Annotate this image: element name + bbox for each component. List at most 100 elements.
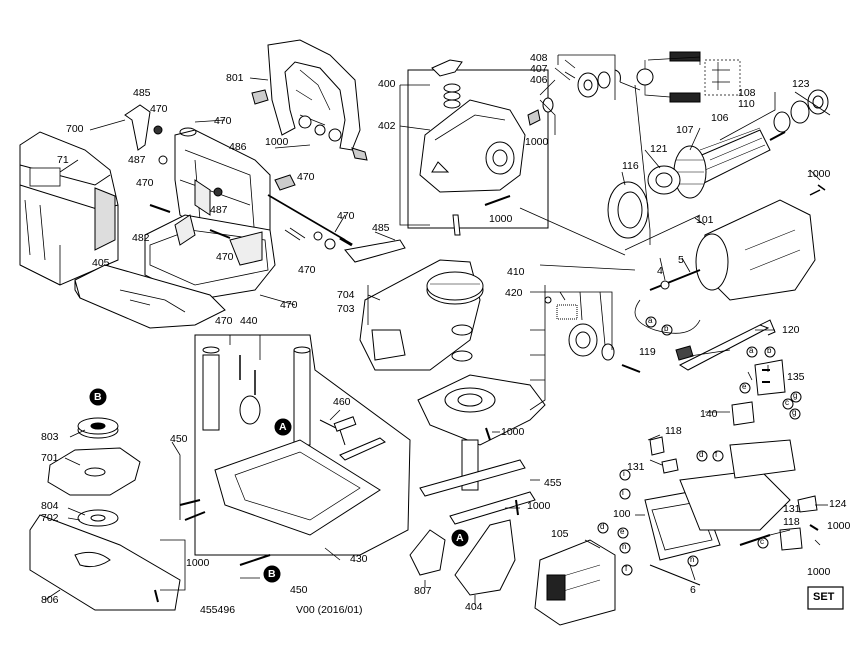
label-470-c: 470 <box>136 177 154 189</box>
label-803: 803 <box>41 431 59 443</box>
marker-e-2: e <box>620 527 625 536</box>
label-1000-a: 1000 <box>265 136 289 148</box>
label-450-b: 450 <box>290 584 308 596</box>
label-487-a: 487 <box>128 154 146 166</box>
label-1000-e: 1000 <box>827 520 851 532</box>
label-116: 116 <box>622 160 639 172</box>
label-108: 108 <box>738 87 756 99</box>
label-470-b: 470 <box>214 115 232 127</box>
label-408: 408 <box>530 52 548 64</box>
label-801: 801 <box>226 72 244 84</box>
leader-lines <box>44 54 831 605</box>
gear-head-drawing <box>407 59 554 236</box>
label-105: 105 <box>551 528 569 540</box>
label-485-b: 485 <box>372 222 390 234</box>
label-140: 140 <box>700 408 718 420</box>
label-450-a: 450 <box>170 433 188 445</box>
label-5: 5 <box>678 254 684 266</box>
marker-g-1: g <box>793 391 798 400</box>
label-1000-c: 1000 <box>489 213 513 225</box>
set-box-label: SET <box>813 591 835 603</box>
handle-801-drawing <box>251 39 368 161</box>
marker-A-upper: A <box>279 421 287 433</box>
label-100: 100 <box>613 508 631 520</box>
marker-f-2: f <box>625 564 628 573</box>
label-402: 402 <box>378 120 396 132</box>
marker-d-1: d <box>699 450 704 459</box>
label-700: 700 <box>66 123 84 135</box>
label-701: 701 <box>41 452 59 464</box>
label-119: 119 <box>639 346 656 358</box>
label-131-a: 131 <box>627 461 645 473</box>
label-470-d: 470 <box>297 171 315 183</box>
label-121: 121 <box>650 143 668 155</box>
label-1000-g: 1000 <box>527 500 551 512</box>
label-455: 455 <box>544 477 562 489</box>
label-106: 106 <box>711 112 729 124</box>
set-box-outline <box>807 586 844 610</box>
marker-c-2: c <box>760 537 764 546</box>
label-470-e: 470 <box>337 210 355 222</box>
marker-b-2: b <box>767 346 772 355</box>
marker-c-1: c <box>785 398 789 407</box>
switch-rod-drawing <box>675 319 776 371</box>
armature-drawing <box>647 89 829 199</box>
set-box-number: 1000 <box>807 566 831 578</box>
marker-i-1: i <box>623 469 625 478</box>
gear-housing-drawing <box>359 259 641 373</box>
marker-b-1: b <box>664 324 669 333</box>
label-1000-b: 1000 <box>525 136 549 148</box>
label-4: 4 <box>657 265 663 277</box>
guide-plate-405-drawing <box>74 264 226 329</box>
label-702: 702 <box>41 512 59 524</box>
callout-markers <box>89 316 802 583</box>
marker-n-2: n <box>690 555 695 564</box>
marker-a-2: a <box>749 346 754 355</box>
label-486: 486 <box>229 141 247 153</box>
label-131-b: 131 <box>783 503 801 515</box>
label-1000-d: 1000 <box>807 168 831 180</box>
label-405: 405 <box>92 257 110 269</box>
label-123: 123 <box>792 78 810 90</box>
label-420: 420 <box>505 287 523 299</box>
marker-g-2: g <box>792 408 797 417</box>
marker-B-lower: B <box>268 568 276 580</box>
ring-116-drawing <box>607 181 649 239</box>
label-804: 804 <box>41 500 59 512</box>
carry-case-drawing <box>19 131 119 286</box>
nozzles-drawing <box>409 519 516 596</box>
label-704: 704 <box>337 289 355 301</box>
label-470-g: 470 <box>298 264 316 276</box>
label-110: 110 <box>738 98 755 110</box>
label-101: 101 <box>696 214 714 226</box>
label-406: 406 <box>530 74 548 86</box>
label-470-a: 470 <box>150 103 168 115</box>
label-71: 71 <box>57 154 69 166</box>
label-482: 482 <box>132 232 150 244</box>
label-410: 410 <box>507 266 525 278</box>
marker-A-lower: A <box>456 532 464 544</box>
marker-e-1: e <box>742 382 747 391</box>
label-135: 135 <box>787 371 805 383</box>
base-plate-drawing <box>179 334 411 566</box>
version-label: V00 (2016/01) <box>296 604 363 616</box>
marker-a-1: a <box>648 316 653 325</box>
label-806: 806 <box>41 594 59 606</box>
blade-assembly-drawing <box>29 417 181 611</box>
motor-housing-drawing <box>634 184 826 334</box>
marker-f-1: f <box>715 450 718 459</box>
label-407: 407 <box>530 63 548 75</box>
marker-i-2: i <box>622 488 624 497</box>
label-118-a: 118 <box>665 425 682 437</box>
label-487-b: 487 <box>210 204 228 216</box>
label-430: 430 <box>350 553 368 565</box>
label-470-f: 470 <box>216 251 234 263</box>
label-470-i: 470 <box>215 315 233 327</box>
label-440: 440 <box>240 315 258 327</box>
label-120: 120 <box>782 324 800 336</box>
switch-135-drawing <box>731 359 786 426</box>
bearing-set-drawing <box>577 69 621 98</box>
label-1000-h: 1000 <box>186 557 210 569</box>
